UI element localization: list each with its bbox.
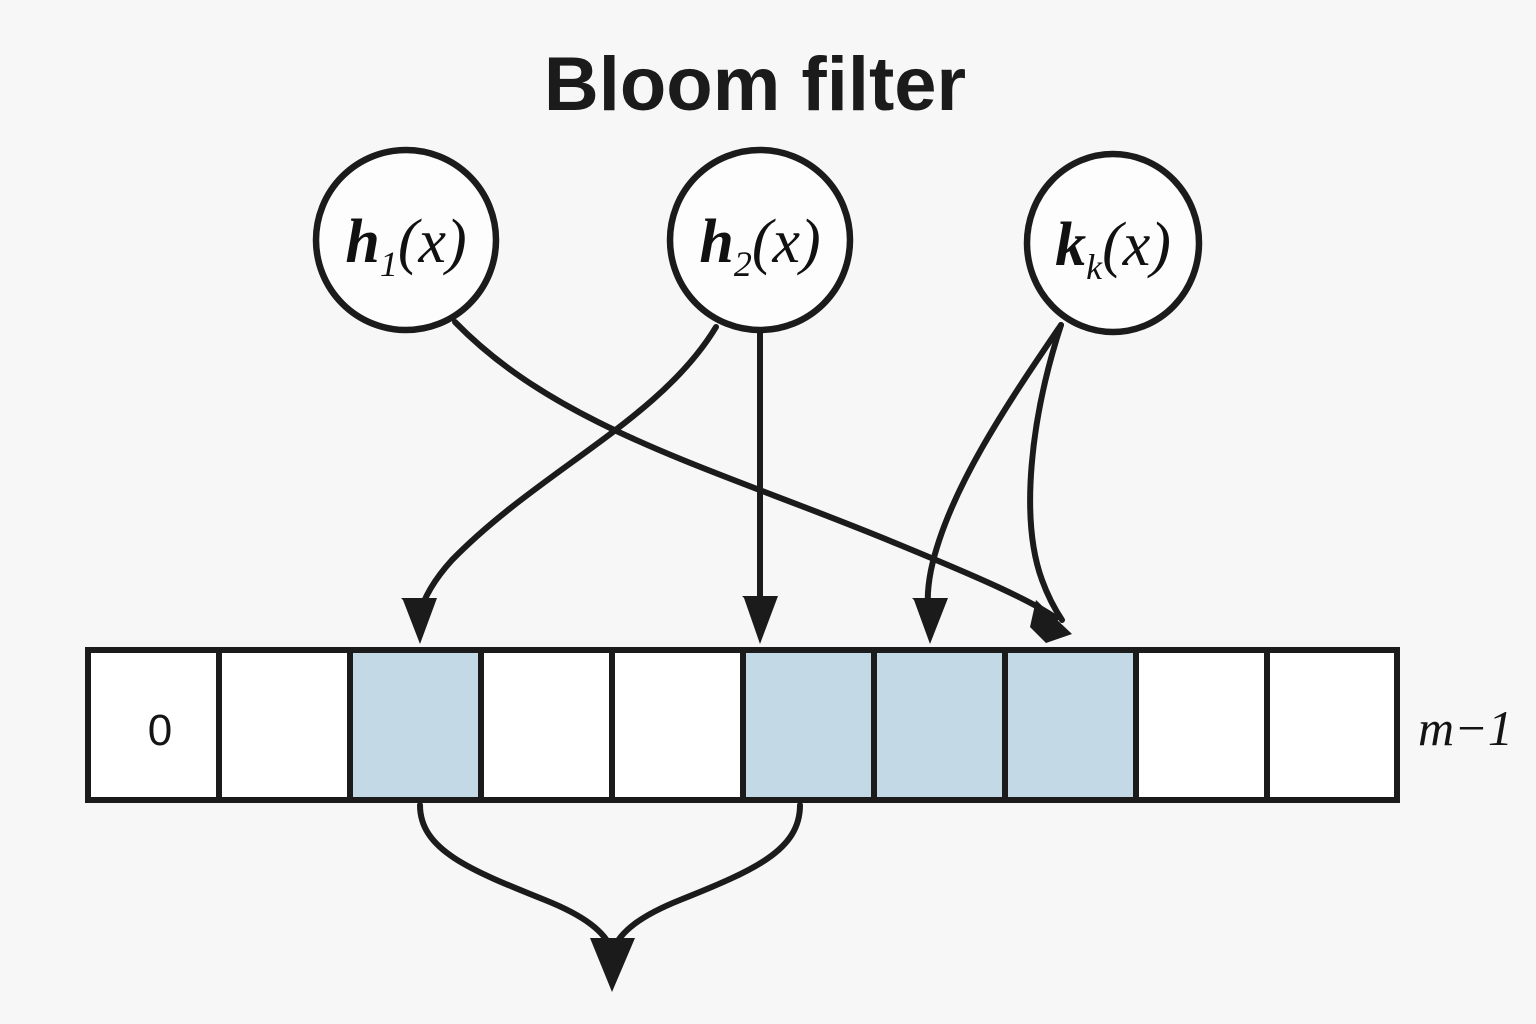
bit-cell-2[interactable] xyxy=(347,647,484,803)
hash-node-h2-base: h xyxy=(699,208,733,276)
output-curve-left xyxy=(417,802,615,953)
arrowhead-kk-to-cell6 xyxy=(912,598,948,644)
hash-node-h1[interactable]: h1(x) xyxy=(312,146,500,334)
bit-cell-5[interactable] xyxy=(740,647,877,803)
hash-node-h1-subscript: 1 xyxy=(380,244,398,284)
edge-kk-to-cell7 xyxy=(1027,322,1065,623)
hash-node-kk-circle[interactable] xyxy=(1023,150,1203,336)
arrowhead-h2-to-cell5 xyxy=(742,596,778,644)
bit-cell-4[interactable] xyxy=(609,647,746,803)
hash-node-h1-label: h1(x) xyxy=(345,208,466,284)
bit-cell-1[interactable] xyxy=(216,647,353,803)
edge-h2-to-cell2 xyxy=(416,324,719,619)
hash-node-h2-circle[interactable] xyxy=(666,146,854,334)
hash-node-h2-label: h2(x) xyxy=(699,208,820,284)
edge-kk-to-cell6 xyxy=(924,322,1064,619)
bit-cell-9[interactable] xyxy=(1264,647,1400,803)
hash-node-kk[interactable]: kk(x) xyxy=(1023,150,1203,336)
bit-cell-8[interactable] xyxy=(1133,647,1270,803)
hash-node-h2-arg: (x) xyxy=(752,208,821,276)
hash-node-h1-arg: (x) xyxy=(398,208,467,276)
bit-array-start-label: 0 xyxy=(148,706,172,755)
hash-node-kk-label: kk(x) xyxy=(1055,211,1171,287)
bit-cell-6[interactable] xyxy=(871,647,1008,803)
hash-node-h1-base: h xyxy=(345,208,379,276)
bit-cell-3[interactable] xyxy=(478,647,615,803)
hash-node-kk-subscript: k xyxy=(1086,247,1103,287)
diagram-title: Bloom filter xyxy=(544,42,966,127)
arrowhead-h2-to-cell2 xyxy=(401,598,437,644)
output-merge-arrow xyxy=(417,802,803,992)
hash-node-h2[interactable]: h2(x) xyxy=(666,146,854,334)
arrowhead-output xyxy=(590,938,635,992)
mapping-edges xyxy=(401,319,1072,644)
bit-cell-7[interactable] xyxy=(1002,647,1139,803)
hash-function-nodes: h1(x) h2(x) kk(x) xyxy=(312,146,1203,336)
bit-array: 0 m−1 xyxy=(85,647,1513,803)
hash-node-kk-base: k xyxy=(1055,211,1086,279)
output-curve-right xyxy=(610,802,803,953)
arrowhead-h1-to-cell5 xyxy=(1030,600,1072,643)
hash-node-h1-circle[interactable] xyxy=(312,146,500,334)
hash-node-h2-subscript: 2 xyxy=(734,244,752,284)
edge-h1-to-cell5 xyxy=(452,319,1059,621)
hash-node-kk-arg: (x) xyxy=(1102,211,1171,279)
bit-array-end-label: m−1 xyxy=(1418,700,1513,756)
